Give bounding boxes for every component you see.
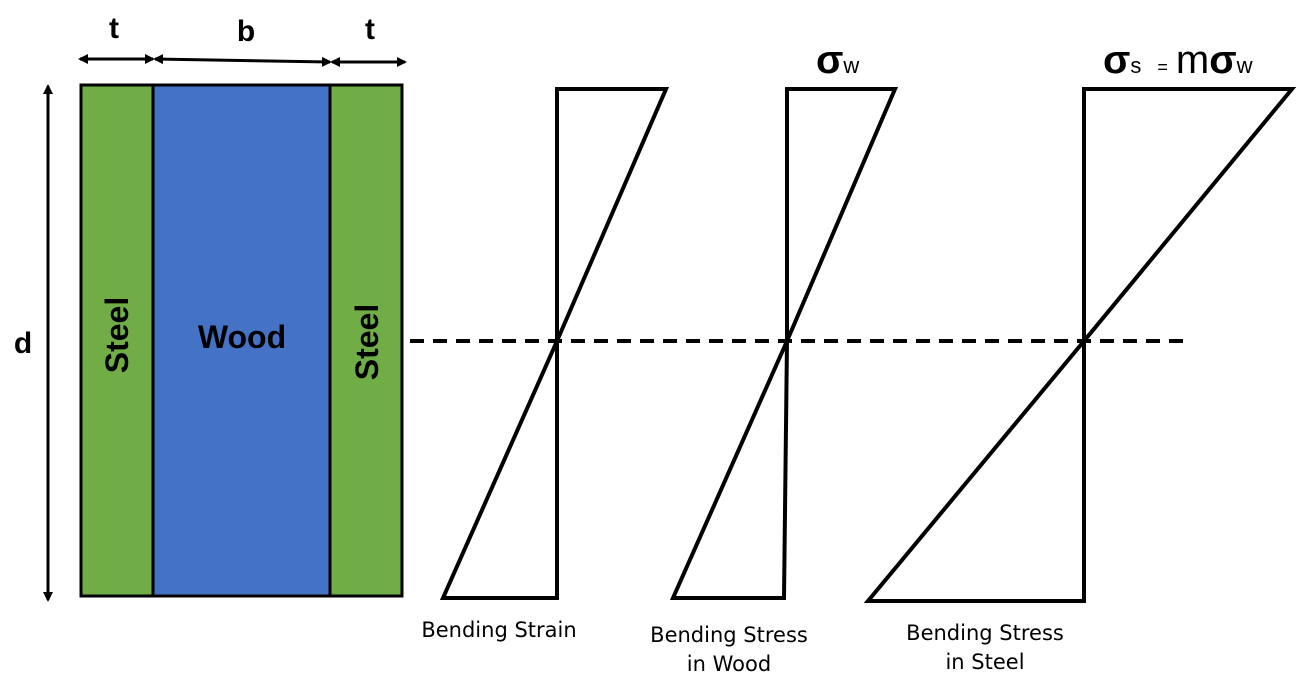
right-steel-label: Steel (349, 304, 385, 380)
dimension-arrow-b (153, 54, 332, 67)
wood-stress-diagram-top (785, 87, 899, 342)
wood-core (151, 83, 332, 598)
sigma-subscript-w: w (842, 53, 859, 78)
sigma-subscript-s: s (1130, 53, 1141, 78)
equals-sign: = (1157, 57, 1168, 77)
steel-stress-caption-line1: Bending Stress (906, 621, 1064, 645)
strain-diagram-bottom (439, 340, 559, 600)
wood-stress-label: σw (816, 38, 859, 82)
sigma-symbol: σ (1103, 38, 1130, 82)
strain-diagram-top (555, 87, 670, 342)
left-steel-label: Steel (99, 297, 135, 373)
modular-ratio-m: m (1176, 38, 1209, 82)
dimension-label-t-right: t (365, 13, 375, 46)
sigma-symbol: σ (1209, 38, 1236, 82)
steel-stress-diagram-bottom (863, 335, 1086, 603)
dimension-label-b: b (237, 15, 255, 48)
left-steel-plate (79, 83, 155, 598)
steel-stress-diagram-top (1082, 87, 1297, 347)
wood-stress-caption-line1: Bending Stress (650, 623, 808, 647)
wood-stress-diagram-bottom (669, 340, 789, 600)
dimension-label-d: d (14, 327, 32, 360)
wood-label: Wood (198, 319, 286, 355)
dimension-label-t-left: t (109, 12, 119, 45)
strain-caption: Bending Strain (421, 618, 576, 642)
right-steel-plate (328, 83, 404, 598)
wood-stress-caption-line2: in Wood (687, 652, 771, 676)
sigma-symbol: σ (816, 38, 843, 82)
steel-stress-label: σs=mσw (1103, 38, 1253, 82)
sigma-subscript-w: w (1236, 53, 1253, 78)
steel-stress-caption-line2: in Steel (945, 650, 1024, 674)
